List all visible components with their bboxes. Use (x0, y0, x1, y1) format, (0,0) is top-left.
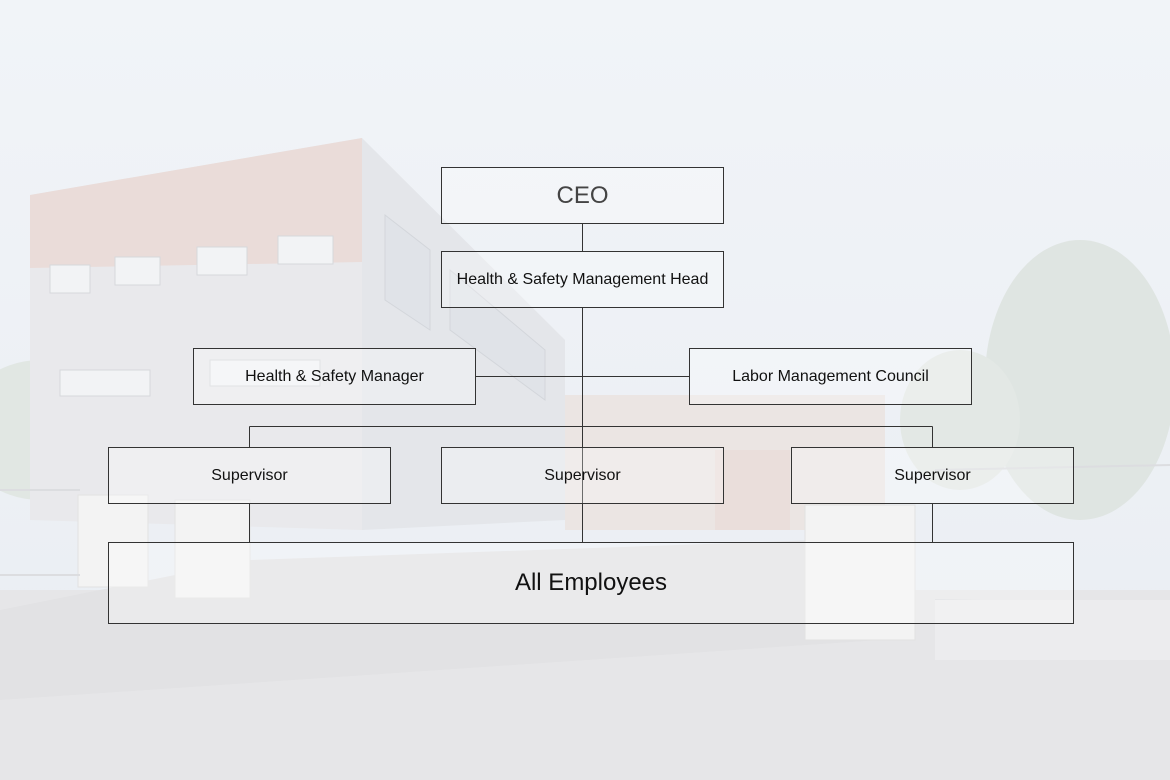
node-lmc-label: Labor Management Council (732, 367, 929, 385)
node-supervisor-2: Supervisor (441, 447, 724, 504)
node-labor-management-council: Labor Management Council (689, 348, 972, 405)
node-supervisor-1-label: Supervisor (211, 466, 288, 484)
node-head-label: Health & Safety Management Head (456, 270, 709, 288)
node-health-safety-manager: Health & Safety Manager (193, 348, 476, 405)
node-supervisor-1: Supervisor (108, 447, 391, 504)
node-all-employees: All Employees (108, 542, 1074, 624)
node-ceo-label: CEO (556, 181, 609, 209)
node-supervisor-3: Supervisor (791, 447, 1074, 504)
node-supervisor-3-label: Supervisor (894, 466, 971, 484)
node-health-safety-management-head: Health & Safety Management Head (441, 251, 724, 308)
node-ceo: CEO (441, 167, 724, 224)
node-hsm-label: Health & Safety Manager (245, 367, 424, 385)
node-supervisor-2-label: Supervisor (544, 466, 621, 484)
node-all-employees-label: All Employees (514, 569, 668, 596)
